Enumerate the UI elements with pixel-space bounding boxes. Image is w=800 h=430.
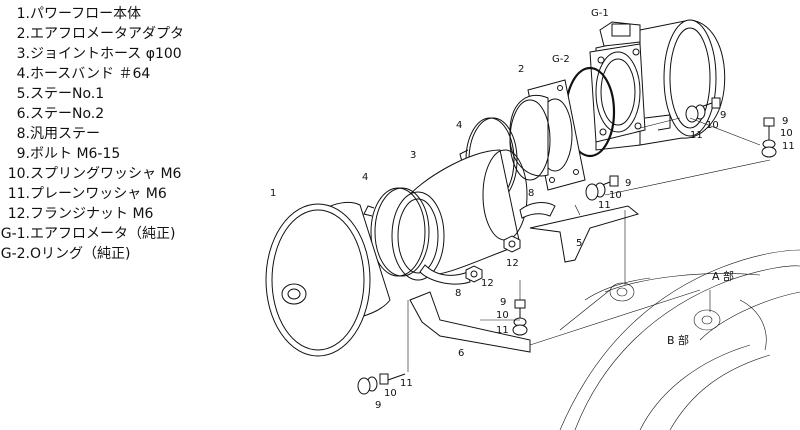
callout-labels: G-1 G-2 2 4 3 4 1 8 8 5 6 12 12 9 10 11 … bbox=[270, 8, 795, 411]
callout-part-b: B 部 bbox=[667, 333, 689, 347]
callout-11: 11 bbox=[496, 325, 509, 336]
callout-9: 9 bbox=[720, 110, 726, 121]
joint-hose bbox=[391, 149, 528, 281]
callout-8-upper: 8 bbox=[528, 188, 534, 199]
air-flow-meter bbox=[589, 19, 726, 151]
part-name: エアフロメータ（純正) bbox=[30, 226, 176, 242]
assembly-lines bbox=[407, 117, 771, 372]
part-name: ジョイントホース φ100 bbox=[30, 46, 182, 62]
bolt-set-bottom bbox=[357, 373, 406, 395]
power-flow-body bbox=[265, 201, 391, 357]
part-row: 10.スプリングワッシャ M6 bbox=[0, 164, 250, 184]
stay-no1 bbox=[529, 205, 640, 263]
callout-10: 10 bbox=[496, 310, 509, 321]
part-number: G-2. bbox=[0, 246, 30, 262]
callout-g1: G-1 bbox=[591, 8, 609, 19]
part-number: 6. bbox=[16, 106, 30, 122]
part-row: 11.プレーンワッシャ M6 bbox=[0, 184, 250, 204]
part-number: 11. bbox=[7, 186, 30, 202]
part-name: ステーNo.1 bbox=[30, 86, 105, 102]
callout-8-lower: 8 bbox=[455, 288, 461, 299]
part-row: 3.ジョイントホース φ100 bbox=[0, 44, 250, 64]
part-number: 2. bbox=[16, 26, 30, 42]
bolt-set-right bbox=[761, 117, 777, 158]
part-name: ステーNo.2 bbox=[30, 106, 105, 122]
callout-9: 9 bbox=[625, 178, 631, 189]
callout-g2: G-2 bbox=[552, 54, 570, 65]
callout-4-lower: 4 bbox=[362, 172, 368, 183]
part-number: G-1. bbox=[0, 226, 30, 242]
callout-1: 1 bbox=[270, 188, 276, 199]
part-row: 1.パワーフロー本体 bbox=[0, 4, 250, 24]
part-name: フランジナット M6 bbox=[30, 206, 154, 222]
air-flow-meter-adapter bbox=[509, 79, 586, 191]
part-name: 汎用ステー bbox=[30, 126, 100, 142]
callout-11: 11 bbox=[690, 130, 703, 141]
part-row: 5.ステーNo.1 bbox=[0, 84, 250, 104]
part-number: 5. bbox=[16, 86, 30, 102]
callout-12-lower: 12 bbox=[481, 278, 494, 289]
part-name: ホースバンド ＃64 bbox=[30, 66, 151, 82]
callout-2: 2 bbox=[518, 64, 524, 75]
callout-9: 9 bbox=[375, 400, 381, 411]
callout-11: 11 bbox=[400, 378, 413, 389]
callout-10: 10 bbox=[384, 388, 397, 399]
part-row: G-1.エアフロメータ（純正) bbox=[0, 224, 250, 244]
part-number: 9. bbox=[16, 146, 30, 162]
part-row: 8.汎用ステー bbox=[0, 124, 250, 144]
bolt-set-lower bbox=[512, 299, 528, 336]
part-name: スプリングワッシャ M6 bbox=[30, 166, 182, 182]
part-row: 9.ボルト M6-15 bbox=[0, 144, 250, 164]
flange-nut-upper bbox=[503, 235, 521, 253]
callout-4-upper: 4 bbox=[456, 120, 462, 131]
part-number: 4. bbox=[16, 66, 30, 82]
part-name: パワーフロー本体 bbox=[30, 6, 142, 22]
callout-11: 11 bbox=[598, 200, 611, 211]
callout-9: 9 bbox=[500, 297, 506, 308]
callout-10: 10 bbox=[780, 128, 793, 139]
bolt-set-top bbox=[685, 97, 721, 123]
part-row: 6.ステーNo.2 bbox=[0, 104, 250, 124]
stay-no2 bbox=[409, 291, 531, 353]
hose-band-lower bbox=[363, 187, 430, 277]
callout-10: 10 bbox=[706, 120, 719, 131]
part-name: Oリング（純正) bbox=[30, 246, 131, 262]
callout-part-a: A 部 bbox=[712, 269, 734, 283]
callout-5: 5 bbox=[576, 238, 582, 249]
vehicle-body-outline bbox=[559, 249, 800, 430]
part-number: 12. bbox=[7, 206, 30, 222]
part-name: プレーンワッシャ M6 bbox=[30, 186, 167, 202]
callout-10: 10 bbox=[609, 190, 622, 201]
callout-9: 9 bbox=[782, 116, 788, 127]
part-number: 10. bbox=[7, 166, 30, 182]
flange-nut-lower bbox=[465, 265, 483, 283]
parts-list: 1.パワーフロー本体 2.エアフロメータアダプタ 3.ジョイントホース φ100… bbox=[0, 4, 250, 264]
part-name: エアフロメータアダプタ bbox=[30, 26, 184, 42]
part-number: 3. bbox=[16, 46, 30, 62]
callout-6: 6 bbox=[458, 348, 464, 359]
callout-11: 11 bbox=[782, 141, 795, 152]
part-name: ボルト M6-15 bbox=[30, 146, 121, 162]
part-row: 2.エアフロメータアダプタ bbox=[0, 24, 250, 44]
bolt-set-middle bbox=[585, 175, 619, 201]
callout-3: 3 bbox=[410, 150, 416, 161]
part-row: 12.フランジナット M6 bbox=[0, 204, 250, 224]
general-stay-upper bbox=[519, 202, 556, 219]
part-number: 1. bbox=[16, 6, 30, 22]
part-row: 4.ホースバンド ＃64 bbox=[0, 64, 250, 84]
callout-12-upper: 12 bbox=[506, 258, 519, 269]
part-number: 8. bbox=[16, 126, 30, 142]
part-row: G-2.Oリング（純正) bbox=[0, 244, 250, 264]
